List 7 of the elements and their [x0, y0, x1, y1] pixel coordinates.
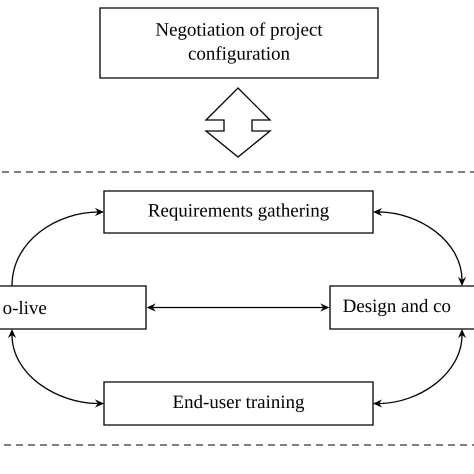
process-box: End-user training [103, 381, 374, 426]
process-box: Design and co [329, 285, 474, 330]
double-arrow [204, 87, 272, 158]
process-box: Requirements gathering [103, 190, 374, 234]
dashed-frame [0, 172, 474, 446]
process-box: o-live [0, 285, 147, 330]
process-box: Negotiation of project configuration [99, 7, 379, 79]
